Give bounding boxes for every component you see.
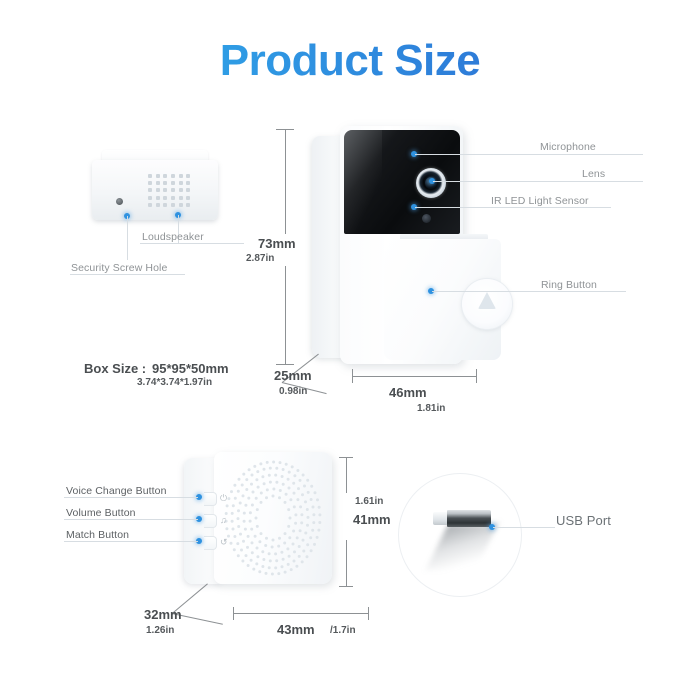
ir-led-light-sensor-label: IR LED Light Sensor (491, 195, 589, 207)
usb-plug-shell (433, 512, 451, 525)
chime-depth-mm: 32mm (144, 607, 182, 622)
box-size-label: Box Size : (84, 361, 147, 376)
doorbell-glass-panel (344, 130, 460, 234)
doorbell-seam (400, 234, 488, 241)
loudspeaker-grille (148, 174, 192, 208)
chime-height-rule-upper (346, 457, 347, 493)
doorbell-illustration (300, 126, 512, 364)
doorbell-height-in: 2.87in (246, 253, 275, 264)
doorbell-height-tick-bottom (276, 364, 294, 365)
voice-change-button-leader-line (64, 497, 198, 498)
box-size-mm: 95*95*50mm (152, 361, 229, 376)
lens-label: Lens (582, 168, 606, 180)
doorbell-width-tick-right (476, 369, 477, 383)
chime-width-in: /1.7in (330, 625, 356, 636)
match-button-label: Match Button (66, 529, 130, 541)
chime-depth-in: 1.26in (146, 625, 175, 636)
volume-button-label: Volume Button (66, 507, 136, 519)
match-button-leader-line (64, 541, 198, 542)
chime-height-tick-bottom (339, 586, 353, 587)
chime-height-mm: 41mm (353, 512, 391, 527)
ir-led-light-sensor-leader-underline (489, 207, 611, 208)
chime-speaker-grille-icon (224, 460, 322, 576)
ir-led-sensor-feature (422, 214, 431, 223)
security-screw-hole-leader-line (127, 216, 128, 260)
ring-button-leader-line (432, 291, 540, 292)
security-screw-hole-label: Security Screw Hole (71, 262, 168, 274)
ring-button-glyph-icon (478, 292, 496, 309)
doorbell-depth-mm: 25mm (274, 368, 312, 383)
volume-button-leader-line (64, 519, 198, 520)
doorbell-height-rule-lower (285, 266, 286, 364)
ir-led-light-sensor-callout-dot (411, 204, 417, 210)
lens-callout-dot (429, 178, 435, 184)
volume-button-callout-dot (196, 516, 202, 522)
usb-plug-metal (447, 510, 491, 527)
loudspeaker-leader-line (178, 215, 179, 243)
loudspeaker-body (92, 160, 218, 220)
lens-leader-line (433, 181, 563, 182)
chime-front-body (214, 452, 332, 584)
voice-change-button-label: Voice Change Button (66, 485, 167, 497)
doorbell-height-rule-upper (285, 129, 286, 234)
volume-button-slot[interactable] (204, 514, 217, 528)
usb-plug-shadow (425, 524, 499, 570)
doorbell-width-mm: 46mm (389, 385, 427, 400)
ring-button-leader-underline (540, 291, 626, 292)
loudspeaker-label: Loudspeaker (142, 231, 204, 243)
doorbell-depth-in: 0.98in (279, 386, 308, 397)
match-button-slot[interactable] (204, 536, 217, 550)
pair-icon: ↺ (220, 537, 228, 547)
usb-port-inset (398, 473, 522, 597)
match-button-callout-dot (196, 538, 202, 544)
security-screw-hole-feature (116, 198, 123, 205)
chime-receiver-illustration: ⏻ ♫ ↺ (184, 452, 336, 588)
voice-change-button-callout-dot (196, 494, 202, 500)
usb-connector-icon (433, 510, 491, 527)
doorbell-height-mm: 73mm (258, 236, 296, 251)
power-icon: ⏻ (220, 493, 228, 503)
page-title: Product Size (0, 36, 700, 86)
microphone-label: Microphone (540, 141, 596, 153)
ring-button-feature[interactable] (462, 279, 512, 329)
lens-leader-underline (563, 181, 643, 182)
microphone-leader-underline (535, 154, 643, 155)
ring-button-label: Ring Button (541, 279, 597, 291)
ir-led-light-sensor-leader-line (415, 207, 489, 208)
doorbell-width-rule (352, 376, 476, 377)
chime-width-mm: 43mm (277, 622, 315, 637)
volume-icon: ♫ (220, 515, 227, 525)
doorbell-lower-panel (384, 239, 512, 360)
chime-width-rule (233, 613, 368, 614)
microphone-leader-line (415, 154, 535, 155)
usb-port-leader-line (493, 527, 555, 528)
doorbell-width-in: 1.81in (417, 403, 446, 414)
microphone-callout-dot (411, 151, 417, 157)
box-size-in: 3.74*3.74*1.97in (137, 377, 213, 388)
chime-height-in: 1.61in (355, 496, 384, 507)
ring-button-callout-dot (428, 288, 434, 294)
chime-height-rule-lower (346, 540, 347, 586)
usb-port-callout-dot (489, 524, 495, 530)
voice-change-button-slot[interactable] (204, 492, 217, 506)
loudspeaker-unit-illustration (92, 150, 220, 228)
security-screw-hole-leader-underline (70, 274, 185, 275)
chime-width-tick-right (368, 607, 369, 620)
loudspeaker-leader-underline (140, 243, 244, 244)
usb-port-label: USB Port (556, 513, 611, 528)
